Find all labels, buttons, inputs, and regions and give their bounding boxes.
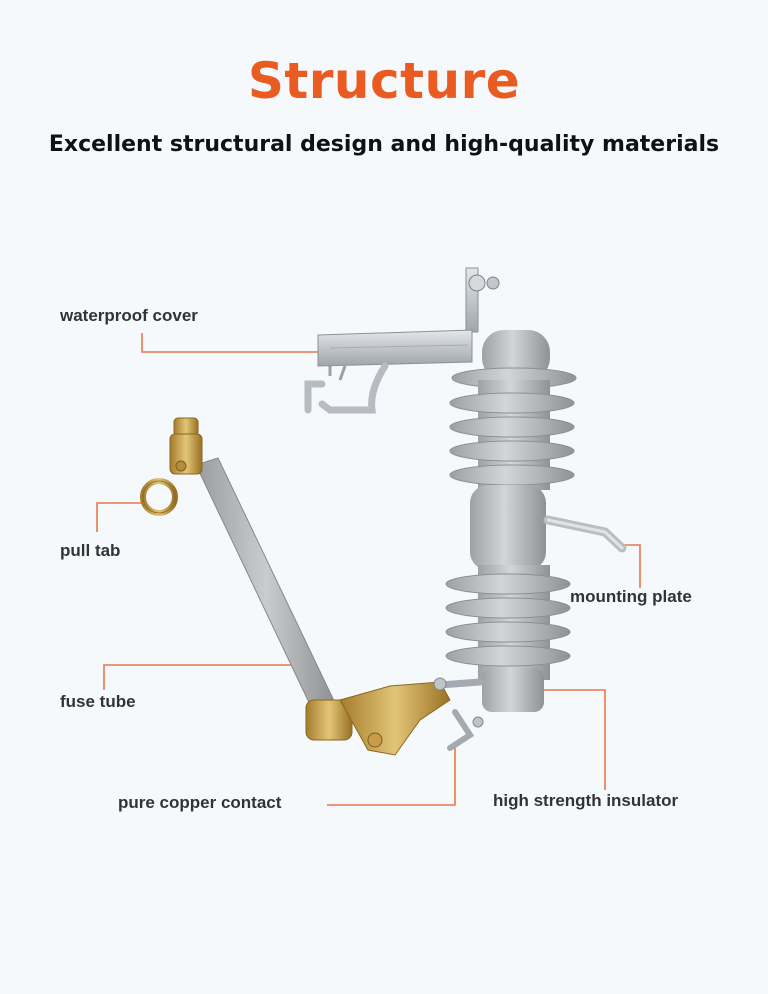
leader-waterproof-cover xyxy=(141,333,318,353)
waterproof-cover-bracket xyxy=(304,267,500,414)
copper-contact-assembly xyxy=(339,677,484,756)
leader-mounting-plate xyxy=(622,544,641,588)
leader-pull-tab xyxy=(96,502,141,532)
label-pure-copper-contact: pure copper contact xyxy=(118,793,282,812)
leader-insulator xyxy=(540,689,606,790)
leader-copper-contact xyxy=(327,745,456,806)
insulator xyxy=(445,330,577,712)
fuse-tube xyxy=(140,417,353,741)
label-pull-tab: pull tab xyxy=(60,541,121,560)
leader-fuse-tube xyxy=(103,664,292,690)
label-waterproof-cover: waterproof cover xyxy=(60,306,198,325)
page-title: Structure xyxy=(247,52,521,110)
label-high-strength-insulator: high strength insulator xyxy=(493,791,679,810)
page-subtitle: Excellent structural design and high-qua… xyxy=(48,132,720,157)
leader-lines xyxy=(96,333,641,806)
label-mounting-plate: mounting plate xyxy=(570,587,692,606)
mounting-plate-arm xyxy=(543,515,627,553)
label-fuse-tube: fuse tube xyxy=(60,692,136,711)
